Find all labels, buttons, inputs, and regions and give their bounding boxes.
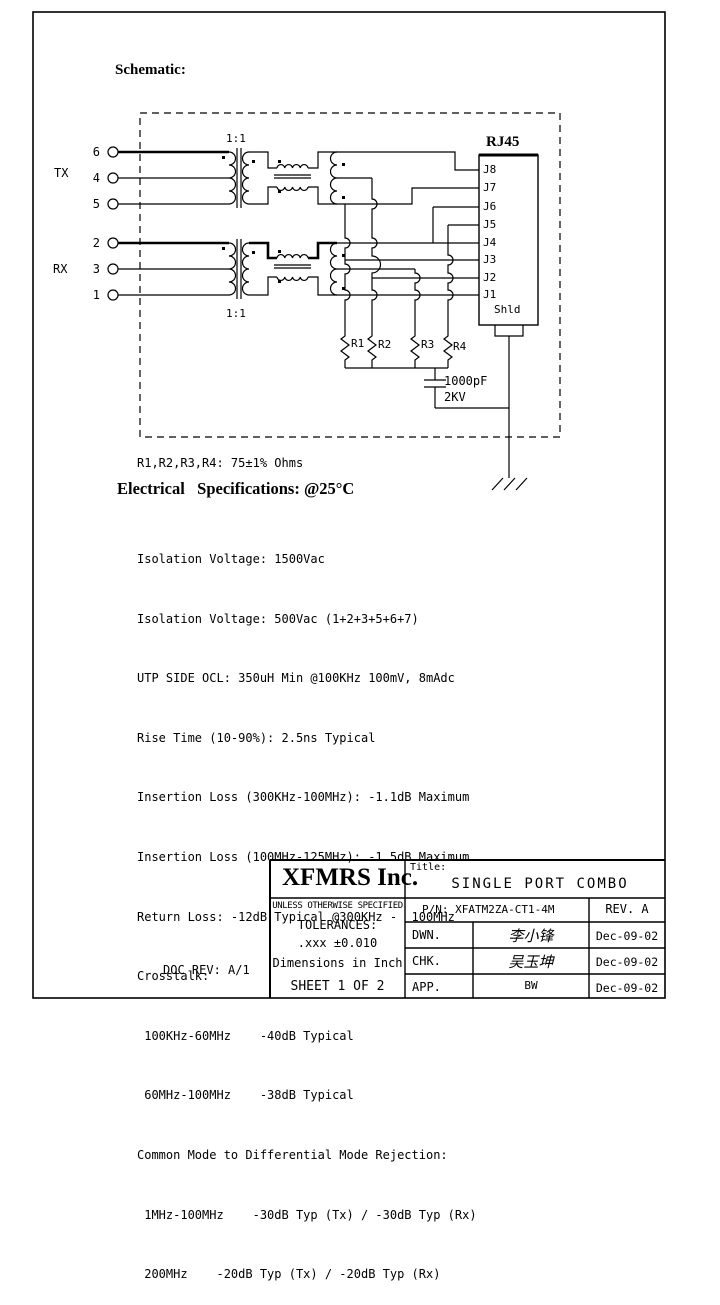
spec-line: Isolation Voltage: 500Vac (1+2+3+5+6+7) bbox=[137, 611, 419, 626]
tx-wires bbox=[249, 151, 479, 205]
datasheet-page: { "page": { "doc_rev": "DOC REV: A/1" },… bbox=[32, 11, 666, 1282]
app-date: Dec-09-02 bbox=[595, 981, 659, 995]
rj45-pin-j5: J5 bbox=[483, 218, 497, 231]
spec-line: Rise Time (10-90%): 2.5ns Typical bbox=[137, 730, 376, 745]
rx-coil3 bbox=[329, 242, 338, 296]
pin-5: 5 bbox=[92, 197, 100, 211]
rj45-pin-j7: J7 bbox=[483, 181, 497, 194]
tx-label: TX bbox=[54, 166, 69, 180]
part-number: P/N: XFATM2ZA-CT1-4M bbox=[422, 903, 555, 916]
resistor-r1-label: R1 bbox=[351, 337, 365, 350]
rj45-pin-j4: J4 bbox=[483, 236, 497, 249]
tolerances-label: TOLERANCES: bbox=[297, 918, 378, 932]
title-label: Title: bbox=[410, 862, 447, 873]
chk-signature: 吴玉坤 bbox=[508, 953, 554, 971]
chk-label: CHK. bbox=[412, 954, 441, 968]
app-label: APP. bbox=[412, 980, 441, 994]
document-title: SINGLE PORT COMBO bbox=[451, 876, 629, 892]
resistor-r3-label: R3 bbox=[421, 338, 435, 351]
pin-terminals bbox=[107, 146, 119, 301]
spec-line: 200MHz -20dB Typ (Tx) / -20dB Typ (Rx) bbox=[137, 1267, 441, 1282]
capacitor bbox=[424, 368, 509, 409]
app-signature: BW bbox=[524, 979, 538, 992]
resistor-r2-label: R2 bbox=[378, 338, 392, 351]
pin-6: 6 bbox=[92, 145, 100, 159]
tx-coil3 bbox=[329, 151, 338, 205]
company-name: XFMRS Inc. bbox=[282, 864, 419, 891]
spec-line: 60MHz-100MHz -38dB Typical bbox=[137, 1088, 354, 1103]
dwn-signature: 李小锋 bbox=[508, 927, 554, 945]
page-border bbox=[32, 11, 666, 999]
dimensions-note: Dimensions in Inch bbox=[272, 956, 403, 970]
spec-line: Isolation Voltage: 1500Vac bbox=[137, 552, 325, 566]
spec-line: UTP SIDE OCL: 350uH Min @100KHz 100mV, 8… bbox=[137, 671, 455, 686]
spec-line: Insertion Loss (300KHz-100MHz): -1.1dB M… bbox=[137, 790, 470, 805]
rj45-title: RJ45 bbox=[486, 134, 520, 150]
rj45-shield-label: Shld bbox=[494, 303, 521, 316]
specs-heading: Electrical Specifications: @25°C bbox=[117, 479, 355, 498]
titleblock-grid bbox=[269, 859, 665, 998]
rx-transformer bbox=[228, 239, 250, 299]
revision: REV. A bbox=[605, 902, 649, 916]
schematic-heading: Schematic: bbox=[115, 62, 186, 78]
pin-leads bbox=[118, 150, 229, 296]
resistor-note: R1,R2,R3,R4: 75±1% Ohms bbox=[137, 456, 304, 470]
tx-ratio-label: 1:1 bbox=[226, 132, 246, 145]
dwn-date: Dec-09-02 bbox=[595, 929, 659, 943]
cap-value-label: 1000pF bbox=[444, 374, 488, 388]
schematic-drawing bbox=[32, 11, 666, 999]
polarity-dots bbox=[222, 156, 345, 290]
pin-1: 1 bbox=[92, 288, 100, 302]
dwn-label: DWN. bbox=[412, 928, 441, 942]
resistor-r4-label: R4 bbox=[453, 340, 467, 353]
cap-rating-label: 2KV bbox=[444, 390, 466, 404]
bus-wires bbox=[344, 178, 454, 330]
doc-rev: DOC REV: A/1 bbox=[163, 963, 250, 977]
rx-choke bbox=[274, 254, 311, 281]
spec-line: 1MHz-100MHz -30dB Typ (Tx) / -30dB Typ (… bbox=[137, 1207, 477, 1222]
pin-2: 2 bbox=[92, 236, 100, 250]
pin-3: 3 bbox=[92, 262, 100, 276]
tx-choke bbox=[274, 164, 311, 191]
tolerance-value: .xxx ±0.010 bbox=[297, 936, 378, 950]
rj45-pin-j6: J6 bbox=[483, 200, 497, 213]
tx-transformer bbox=[228, 148, 250, 208]
spec-line: Common Mode to Differential Mode Rejecti… bbox=[137, 1147, 448, 1162]
resistors bbox=[340, 330, 453, 369]
chk-date: Dec-09-02 bbox=[595, 955, 659, 969]
spec-line: Crosstalk: bbox=[137, 969, 210, 984]
rj45-body bbox=[478, 153, 539, 478]
rj45-pin-j3: J3 bbox=[483, 253, 497, 266]
sheet-number: SHEET 1 OF 2 bbox=[290, 979, 385, 994]
spec-line: Insertion Loss (100MHz-125MHz): -1.5dB M… bbox=[137, 849, 470, 864]
rj45-pin-j1: J1 bbox=[483, 288, 497, 301]
schematic-dashed-border bbox=[139, 112, 561, 438]
rx-label: RX bbox=[53, 262, 68, 276]
ground-symbol bbox=[491, 477, 528, 491]
spec-line: Return Loss: -12dB Typical @300KHz - 100… bbox=[137, 909, 455, 924]
rj45-pin-j8: J8 bbox=[483, 163, 497, 176]
rj45-pin-j2: J2 bbox=[483, 271, 497, 284]
rx-ratio-label: 1:1 bbox=[226, 307, 246, 320]
spec-line: 100KHz-60MHz -40dB Typical bbox=[137, 1028, 354, 1043]
rj45-wires bbox=[345, 206, 479, 279]
unless-note: UNLESS OTHERWISE SPECIFIED bbox=[272, 901, 403, 911]
rx-wires bbox=[249, 241, 479, 296]
pin-4: 4 bbox=[92, 171, 100, 185]
